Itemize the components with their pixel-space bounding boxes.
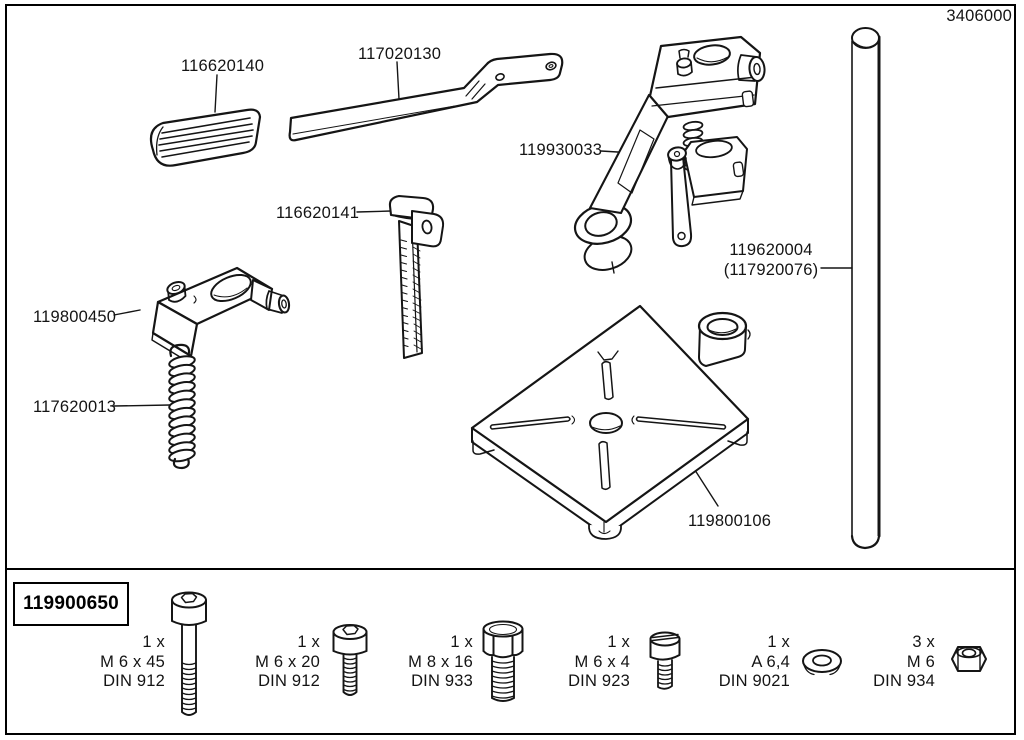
hardware-spec: M 6 x 45: [100, 652, 165, 671]
socket-head-screw-long-icon: [171, 591, 207, 716]
hardware-spec: A 6,4: [751, 652, 790, 671]
hardware-label-nut: 3 x M 6 DIN 934: [805, 633, 935, 692]
base-plate-drawing: [470, 304, 751, 540]
hardware-qty: 1 x: [607, 633, 630, 651]
part-label-clamp-block: 119800450: [33, 308, 117, 326]
hardware-qty: 1 x: [767, 633, 790, 651]
kit-number-box: 119900650: [13, 582, 129, 626]
part-label-column: 119620004 (117920076): [723, 240, 819, 280]
hardware-standard: DIN 912: [258, 672, 320, 690]
part-label-spring: 117620013: [33, 398, 117, 416]
part-label-rack: 116620141: [276, 204, 360, 222]
rack-drawing: [388, 194, 445, 359]
hardware-standard: DIN 923: [568, 672, 630, 690]
spring-drawing: [168, 343, 196, 470]
part-label-lever-bar: 117020130: [358, 45, 442, 63]
hardware-standard: DIN 934: [873, 672, 935, 690]
leader-lines: [113, 61, 853, 507]
hardware-label-m6x45: 1 x M 6 x 45 DIN 912: [35, 633, 165, 692]
hardware-label-m6x4: 1 x M 6 x 4 DIN 923: [500, 633, 630, 692]
main-panel-frame: [5, 4, 1016, 735]
hardware-qty: 3 x: [912, 633, 935, 651]
hardware-label-washer: 1 x A 6,4 DIN 9021: [660, 633, 790, 692]
hardware-standard: DIN 933: [411, 672, 473, 690]
document-number: 3406000: [946, 7, 1012, 25]
hardware-label-m8x16: 1 x M 8 x 16 DIN 933: [343, 633, 473, 692]
hardware-spec: M 6: [906, 652, 935, 671]
panel-divider: [5, 568, 1016, 570]
part-label-column-main: 119620004: [729, 241, 813, 259]
hardware-qty: 1 x: [142, 633, 165, 651]
carriage-drawing: [573, 35, 766, 274]
hex-bolt-icon: [482, 620, 524, 702]
part-label-column-alt: (117920076): [723, 261, 819, 279]
hardware-spec: M 6 x 20: [255, 652, 320, 671]
part-label-grip-pad: 116620140: [181, 57, 265, 75]
slotted-screw-icon: [649, 631, 681, 690]
clamp-block-drawing: [151, 266, 291, 364]
lever-bar-drawing: [288, 52, 564, 142]
part-label-base-plate: 119800106: [688, 512, 772, 530]
column-drawing: [850, 27, 881, 550]
part-label-carriage: 119930033: [519, 141, 603, 159]
hardware-qty: 1 x: [297, 633, 320, 651]
hardware-standard: DIN 9021: [718, 672, 790, 690]
washer-icon: [802, 649, 842, 676]
hex-nut-icon: [951, 646, 987, 672]
kit-number: 119900650: [23, 593, 119, 614]
grip-pad-drawing: [149, 108, 262, 167]
hardware-standard: DIN 912: [103, 672, 165, 690]
hardware-spec: M 8 x 16: [408, 652, 473, 671]
hardware-spec: M 6 x 4: [574, 652, 630, 671]
socket-head-screw-short-icon: [332, 624, 368, 696]
hardware-label-m6x20: 1 x M 6 x 20 DIN 912: [190, 633, 320, 692]
hardware-qty: 1 x: [450, 633, 473, 651]
